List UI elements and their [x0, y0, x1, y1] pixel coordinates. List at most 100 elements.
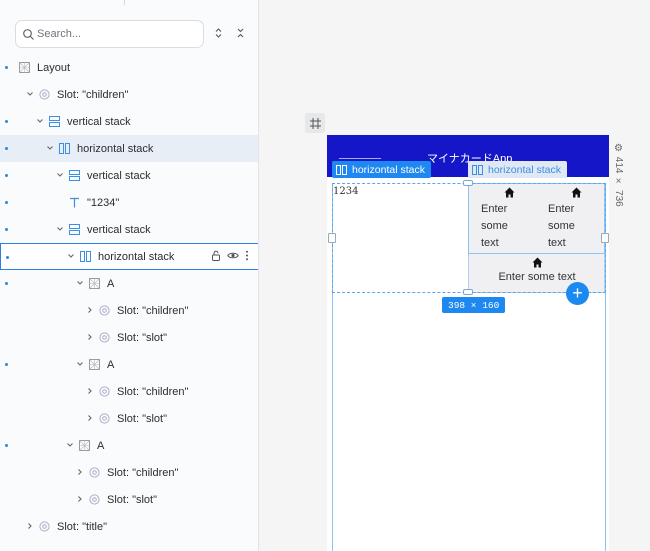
tile-line: Enter [548, 203, 575, 215]
chevron-down-icon[interactable] [35, 117, 45, 127]
tree-row[interactable]: "1234" [0, 189, 258, 216]
tile-line: Enter [481, 203, 508, 215]
tree-row-label: Slot: "children" [117, 304, 189, 317]
tile-line: some [481, 220, 508, 232]
tree-row-label: Slot: "children" [57, 88, 129, 101]
tree-row[interactable]: horizontal stack [0, 135, 258, 162]
slot-icon [98, 305, 110, 317]
visibility-dot [5, 66, 8, 69]
tile-line: text [481, 237, 499, 249]
device-size-text: 414 × 736 [613, 156, 624, 207]
badge-label: horizontal stack [488, 163, 561, 176]
slot-icon [38, 521, 50, 533]
frame-icon[interactable] [305, 113, 325, 133]
resize-handle[interactable] [463, 289, 473, 295]
chevron-down-icon[interactable] [55, 171, 65, 181]
vertical-stack-icon [48, 116, 60, 128]
gear-icon: ⚙ [613, 143, 624, 154]
chevron-right-icon[interactable] [85, 414, 95, 424]
component-tile-wide[interactable]: Enter some text [469, 257, 605, 283]
canvas[interactable]: ⚙ 414 × 736 マイナカードApp 1234 Enter some te… [260, 0, 650, 551]
tree-row[interactable]: Slot: "slot" [0, 486, 258, 513]
chevron-down-icon[interactable] [55, 225, 65, 235]
guide-line [332, 183, 333, 551]
chevron-down-icon[interactable] [75, 279, 85, 289]
tree-row[interactable]: horizontal stack [0, 243, 258, 270]
horizontal-stack-icon [58, 143, 70, 155]
tree-row-label: Slot: "slot" [117, 412, 167, 425]
tree-row-label: horizontal stack [77, 142, 154, 155]
panel-top-edge [0, 0, 258, 5]
component-icon [88, 278, 100, 290]
chevron-right-icon[interactable] [85, 333, 95, 343]
tree-row-label: Slot: "slot" [107, 493, 157, 506]
component-icon [88, 359, 100, 371]
tree-row-label: vertical stack [87, 223, 151, 236]
resize-handle[interactable] [463, 180, 473, 186]
chevron-right-icon[interactable] [85, 306, 95, 316]
collapse-all-icon[interactable] [233, 26, 247, 40]
tree-row[interactable]: Slot: "slot" [0, 405, 258, 432]
home-icon [469, 257, 605, 271]
tree-row[interactable]: vertical stack [0, 108, 258, 135]
visibility-dot [5, 147, 8, 150]
horizontal-stack-icon [336, 164, 347, 175]
device-size-label: ⚙ 414 × 736 [613, 143, 624, 207]
tree-row[interactable]: Slot: "slot" [0, 324, 258, 351]
chevron-right-icon[interactable] [25, 522, 35, 532]
component-tile[interactable]: Enter some text [479, 187, 539, 253]
visibility-dot [5, 282, 8, 285]
tree-row-label: Layout [37, 61, 71, 74]
tree-row[interactable]: A [0, 270, 258, 297]
tile-text: Enter some text [498, 271, 576, 283]
search-input[interactable] [37, 25, 197, 43]
search-row [15, 20, 251, 48]
slot-icon [88, 467, 100, 479]
visibility-dot [5, 228, 8, 231]
tree-row[interactable]: Layout [0, 54, 258, 81]
chevron-down-icon[interactable] [45, 144, 55, 154]
tree-row-label: vertical stack [67, 115, 131, 128]
chevron-right-icon[interactable] [75, 495, 85, 505]
tree-row-label: "1234" [87, 196, 120, 209]
chevron-down-icon[interactable] [66, 252, 76, 262]
app-bar-underline [339, 158, 381, 159]
chevron-down-icon[interactable] [25, 90, 35, 100]
resize-handle[interactable] [601, 233, 609, 243]
horizontal-stack-icon [79, 251, 91, 263]
hover-element-badge[interactable]: horizontal stack [468, 161, 567, 178]
tree-row[interactable]: A [0, 432, 258, 459]
text-1234[interactable]: 1234 [333, 186, 359, 197]
tree-row[interactable]: Slot: "children" [0, 459, 258, 486]
search-icon [23, 29, 34, 40]
add-element-button[interactable]: + [566, 282, 589, 305]
chevron-right-icon[interactable] [75, 468, 85, 478]
guide-line [605, 183, 606, 551]
visibility-dot [5, 120, 8, 123]
resize-handle[interactable] [328, 233, 336, 243]
chevron-down-icon[interactable] [75, 360, 85, 370]
chevron-right-icon[interactable] [85, 387, 95, 397]
tree-row[interactable]: Slot: "children" [0, 81, 258, 108]
tree-row[interactable]: Slot: "children" [0, 378, 258, 405]
vertical-stack-icon [68, 224, 80, 236]
tree-row-label: A [97, 439, 105, 452]
lock-icon[interactable] [211, 250, 221, 264]
tree-row[interactable]: Slot: "title" [0, 513, 258, 540]
expand-all-icon[interactable] [211, 26, 225, 40]
tree-row[interactable]: vertical stack [0, 216, 258, 243]
tree-row-label: Slot: "children" [107, 466, 179, 479]
tree-row-label: A [107, 277, 115, 290]
component-tile[interactable]: Enter some text [546, 187, 606, 253]
tree-row[interactable]: vertical stack [0, 162, 258, 189]
more-icon[interactable] [245, 250, 249, 264]
chevron-down-icon[interactable] [65, 441, 75, 451]
selected-element-badge[interactable]: horizontal stack [332, 161, 431, 178]
tree-row[interactable]: A [0, 351, 258, 378]
tree-row[interactable]: Slot: "children" [0, 297, 258, 324]
eye-icon[interactable] [227, 250, 239, 264]
home-icon [546, 187, 606, 201]
slot-icon [98, 413, 110, 425]
search-box[interactable] [15, 20, 204, 48]
horizontal-stack-icon [472, 164, 483, 175]
